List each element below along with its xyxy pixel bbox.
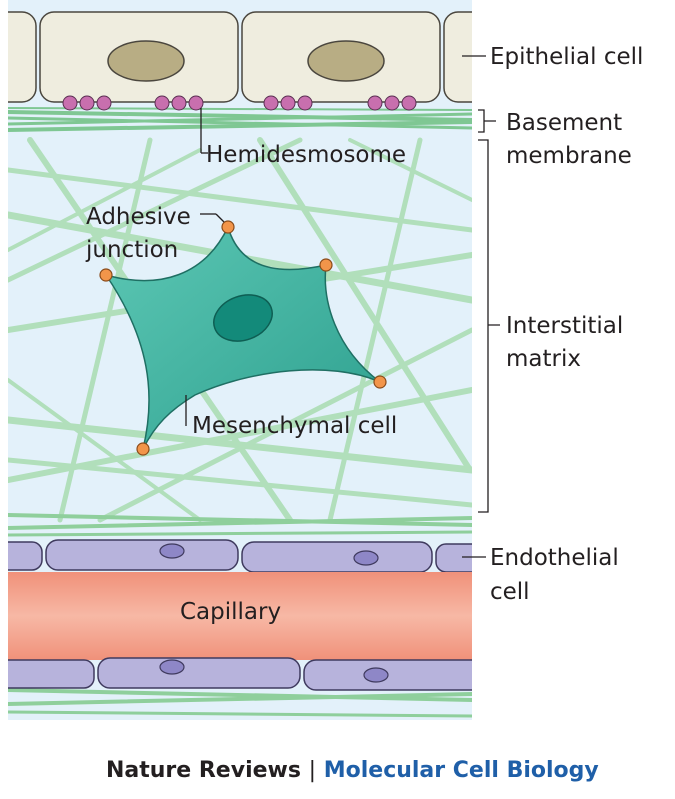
- endothelial-cell: [435, 543, 472, 573]
- endothelial-cell: [241, 541, 433, 573]
- footer-journal: Nature Reviews: [106, 758, 301, 783]
- endothelial-cell: [45, 539, 239, 571]
- endothelial-nucleus: [353, 550, 379, 566]
- epithelial-nucleus: [307, 40, 385, 82]
- epithelial-cell: [8, 11, 37, 103]
- perivascular-fibers: [8, 513, 472, 718]
- endothelial-lower-row: [8, 657, 472, 691]
- label-hemidesmosome: Hemidesmosome: [206, 142, 406, 168]
- endothelial-nucleus: [159, 659, 185, 675]
- endothelial-cell: [303, 659, 472, 691]
- label-epithelial-cell: Epithelial cell: [490, 44, 643, 70]
- footer-separator: |: [308, 758, 317, 783]
- annotation-lines: [185, 55, 500, 558]
- endothelial-nucleus: [363, 667, 389, 683]
- adhesive-junctions: [99, 220, 387, 456]
- endothelial-cell: [97, 657, 301, 689]
- epithelial-cell: [443, 11, 472, 103]
- endothelial-nucleus: [159, 543, 185, 559]
- label-adhesive-junction-line2: junction: [85, 237, 178, 263]
- epithelial-nucleus: [107, 40, 185, 82]
- label-endothelial-cell-line2: cell: [490, 579, 530, 605]
- label-basement-membrane-line1: Basement: [506, 110, 622, 136]
- capillary-lumen: [8, 572, 472, 660]
- label-capillary: Capillary: [180, 599, 281, 625]
- label-endothelial-cell-line1: Endothelial: [490, 545, 619, 571]
- label-adhesive-junction-line1: Adhesive: [86, 204, 191, 230]
- endothelial-cell: [8, 659, 95, 689]
- label-interstitial-matrix-line1: Interstitial: [506, 313, 623, 339]
- epithelial-layer: [8, 11, 472, 103]
- label-basement-membrane-line2: membrane: [506, 143, 632, 169]
- hemidesmosomes: [62, 95, 417, 111]
- endothelial-cell: [8, 541, 43, 571]
- mesenchymal-nucleus: [213, 294, 273, 342]
- label-mesenchymal-cell: Mesenchymal cell: [192, 413, 397, 439]
- footer-section: Molecular Cell Biology: [323, 758, 599, 783]
- journal-footer: Nature Reviews | Molecular Cell Biology: [106, 758, 599, 783]
- label-interstitial-matrix-line2: matrix: [506, 346, 581, 372]
- endothelial-upper-row: [8, 539, 472, 573]
